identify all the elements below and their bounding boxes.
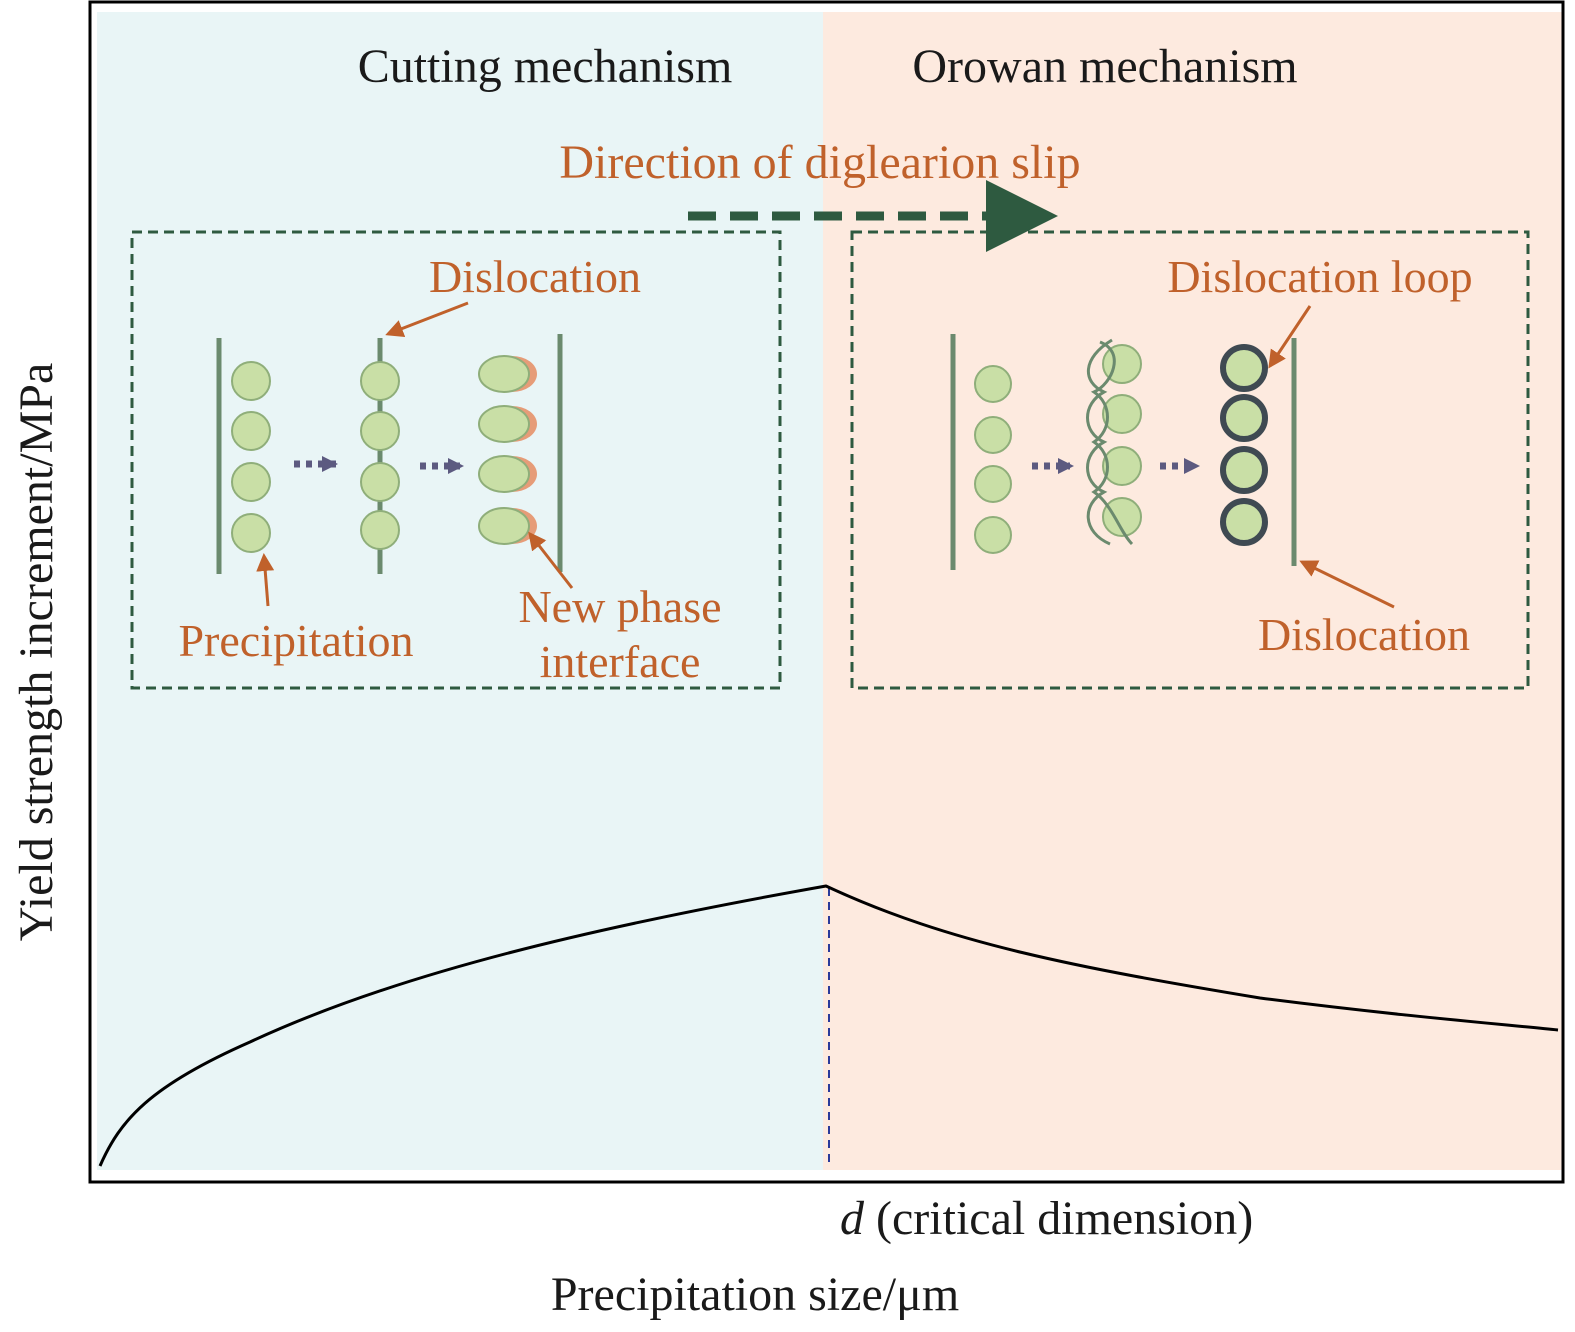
precipitate-particle	[1102, 497, 1142, 537]
precipitate-particle	[231, 513, 271, 553]
bowing-dislocation-line	[1090, 340, 1134, 546]
precipitate-particle	[974, 365, 1012, 403]
looped-particle	[1220, 498, 1268, 546]
dislocation-pointer	[385, 301, 469, 337]
bowing-dislocation-column	[1086, 338, 1142, 546]
sheared-particle	[478, 507, 530, 545]
precipitate-particle	[360, 510, 400, 550]
transition-arrowhead	[448, 458, 464, 474]
y-axis-label: Yield strength increment/MPa	[10, 363, 63, 942]
precipitate-particle	[974, 465, 1012, 503]
precipitation-pointer	[256, 553, 275, 607]
sheared-particle	[478, 455, 530, 493]
orowan-illustration: Dislocation loop Dislocation	[950, 251, 1473, 660]
sheared-particle	[478, 405, 530, 443]
precipitate-particle	[360, 361, 400, 401]
slip-direction-label: Direction of diglearion slip	[559, 136, 1080, 189]
critical-dimension-text: (critical dimension)	[864, 1192, 1253, 1245]
precipitate-particle	[974, 516, 1012, 554]
particle-column-1	[231, 361, 271, 553]
looped-particle	[1220, 344, 1268, 392]
precipitation-label: Precipitation	[178, 615, 413, 666]
precipitate-particle	[360, 411, 400, 451]
dislocation-loop-label: Dislocation loop	[1167, 251, 1472, 302]
dislocation-loop-column	[1220, 344, 1268, 546]
critical-dimension-label: d (critical dimension)	[840, 1192, 1253, 1245]
transition-arrowhead	[1058, 458, 1074, 474]
precipitate-particle	[1102, 446, 1142, 486]
precipitate-particle	[1102, 394, 1142, 434]
cutting-panel-frame	[130, 230, 782, 690]
plot-frame	[88, 0, 1565, 1184]
strength-curve	[98, 884, 1559, 1167]
sheared-particle	[478, 355, 530, 393]
precipitate-particle	[360, 462, 400, 502]
interface-pointer	[528, 531, 574, 589]
critical-dimension-symbol: d	[840, 1192, 865, 1245]
transition-arrowhead	[322, 456, 338, 472]
precipitate-particle	[974, 416, 1012, 454]
looped-particle	[1220, 446, 1268, 494]
cutting-illustration: Dislocation Precipitation New phase inte…	[178, 251, 721, 687]
precipitate-particle	[231, 411, 271, 451]
cutting-region-background	[97, 12, 823, 1170]
precipitate-particle	[231, 361, 271, 401]
orowan-mechanism-title: Orowan mechanism	[912, 40, 1297, 93]
cutting-dislocation-label: Dislocation	[429, 251, 641, 302]
particle-column-2	[360, 361, 400, 550]
orowan-dislocation-label: Dislocation	[1258, 609, 1470, 660]
orowan-region-background	[823, 12, 1564, 1170]
cutting-mechanism-title: Cutting mechanism	[358, 40, 733, 93]
transition-arrowhead	[1184, 458, 1200, 474]
new-phase-label-line1: New phase	[518, 581, 721, 632]
bowing-dislocation-line	[1086, 338, 1113, 546]
sheared-particle-column	[478, 355, 537, 545]
looped-particle	[1220, 394, 1268, 442]
loop-pointer	[1268, 305, 1312, 369]
orowan-dislocation-pointer	[1299, 560, 1395, 609]
x-axis-label: Precipitation size/μm	[551, 1268, 959, 1321]
new-phase-label-line2: interface	[540, 636, 701, 687]
particle-column-1	[974, 365, 1012, 554]
precipitate-particle	[231, 462, 271, 502]
orowan-panel-frame	[850, 230, 1530, 690]
